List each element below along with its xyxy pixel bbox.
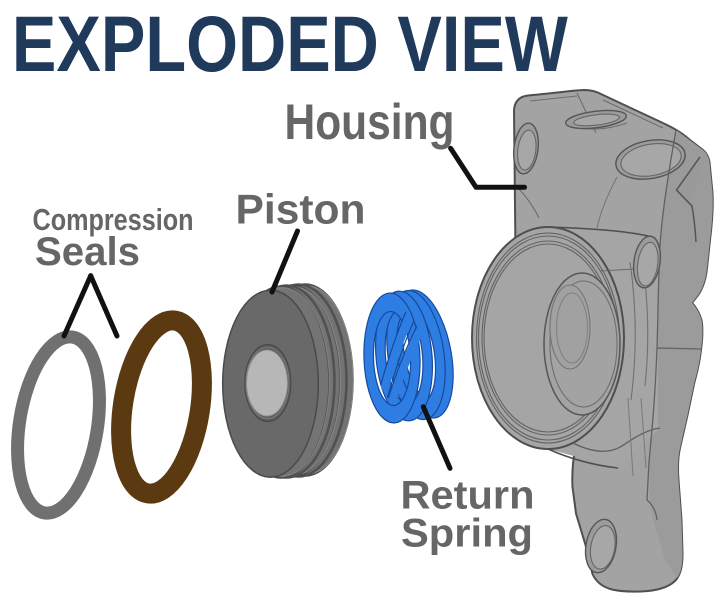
svg-text:Return: Return — [401, 473, 535, 517]
svg-text:EXPLODED VIEW: EXPLODED VIEW — [12, 0, 569, 88]
svg-text:Seals: Seals — [35, 230, 140, 274]
svg-text:Housing: Housing — [285, 94, 455, 150]
svg-text:Piston: Piston — [236, 186, 366, 233]
svg-text:Compression: Compression — [33, 203, 194, 237]
svg-text:Spring: Spring — [401, 511, 533, 555]
